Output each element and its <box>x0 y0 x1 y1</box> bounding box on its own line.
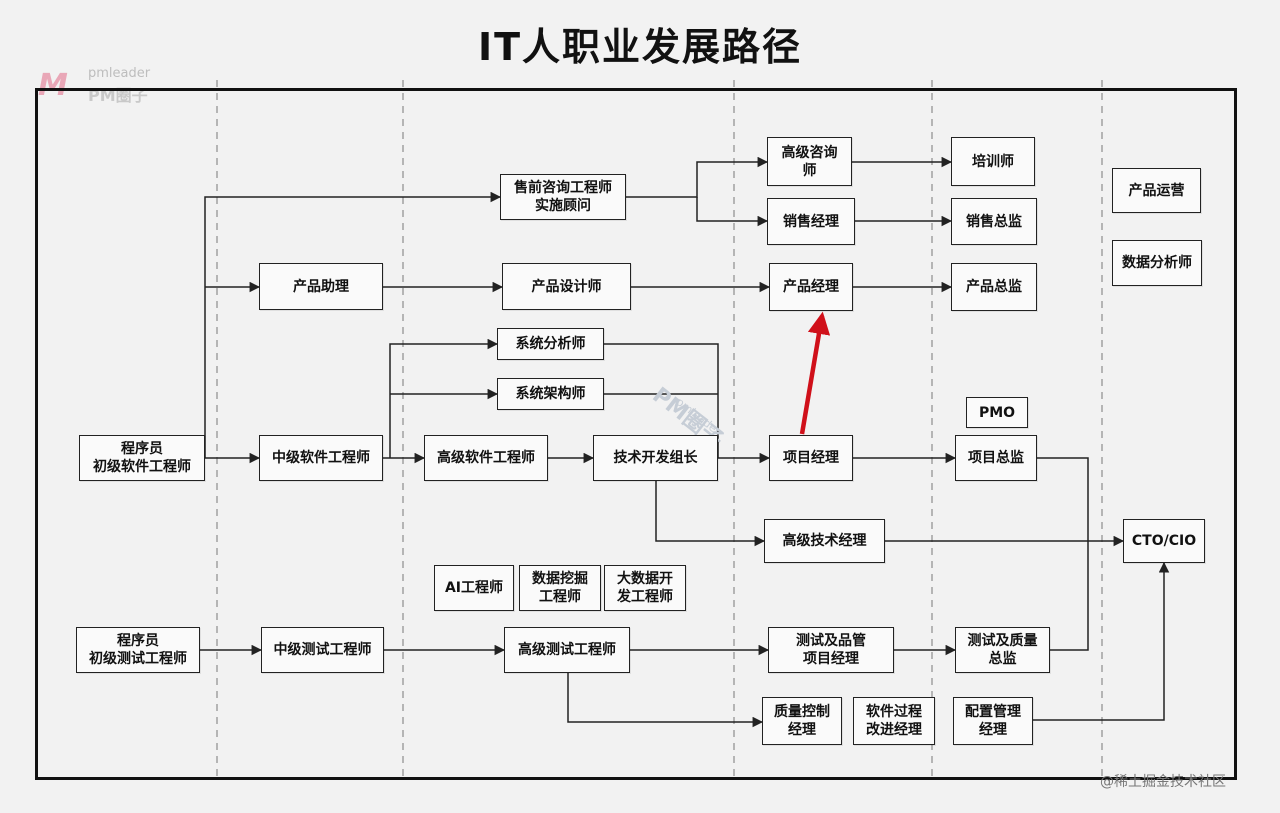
node-senior-consultant: 高级咨询 师 <box>767 137 852 186</box>
node-jr-software: 程序员 初级软件工程师 <box>79 435 205 481</box>
node-sales-director: 销售总监 <box>951 198 1037 245</box>
connector <box>1033 561 1170 721</box>
connector <box>567 672 764 728</box>
node-project-manager: 项目经理 <box>769 435 853 481</box>
node-qa-project-manager: 测试及品管 项目经理 <box>768 627 894 673</box>
node-sr-test: 高级测试工程师 <box>504 627 630 673</box>
connector <box>626 156 769 198</box>
node-ai-engineer: AI工程师 <box>434 565 514 611</box>
diagram-title: IT人职业发展路径 <box>477 25 803 69</box>
node-data-mining: 数据挖掘 工程师 <box>519 565 601 611</box>
highlight-arrow <box>799 311 831 435</box>
node-cto-cio: CTO/CIO <box>1123 519 1205 563</box>
node-process-manager: 软件过程 改进经理 <box>853 697 935 745</box>
node-qc-manager: 质量控制 经理 <box>762 697 842 745</box>
connector <box>389 338 499 458</box>
connectors <box>200 156 1170 728</box>
connector <box>696 197 769 227</box>
node-mid-software: 中级软件工程师 <box>259 435 383 481</box>
watermark-text-en: pmleader <box>88 66 151 81</box>
node-system-analyst: 系统分析师 <box>497 328 604 360</box>
node-bigdata-dev: 大数据开 发工程师 <box>604 565 686 611</box>
node-sr-tech-manager: 高级技术经理 <box>764 519 885 563</box>
connector <box>655 481 766 547</box>
connector <box>204 191 502 458</box>
node-product-ops: 产品运营 <box>1112 168 1201 213</box>
watermark-logo-icon: M <box>38 68 68 103</box>
node-project-director: 项目总监 <box>955 435 1037 481</box>
connector <box>1037 457 1089 651</box>
node-product-designer: 产品设计师 <box>502 263 631 310</box>
node-pmo: PMO <box>966 397 1028 428</box>
node-sales-manager: 销售经理 <box>767 198 855 245</box>
node-product-director: 产品总监 <box>951 263 1037 311</box>
node-trainer: 培训师 <box>951 137 1035 186</box>
node-product-manager: 产品经理 <box>769 263 853 311</box>
source-credit: @稀土掘金技术社区 <box>1100 774 1226 790</box>
diagram-frame <box>35 88 1237 780</box>
node-tech-lead: 技术开发组长 <box>593 435 718 481</box>
node-qa-director: 测试及质量 总监 <box>955 627 1050 673</box>
node-jr-test: 程序员 初级测试工程师 <box>76 627 200 673</box>
node-product-assistant: 产品助理 <box>259 263 383 310</box>
node-mid-test: 中级测试工程师 <box>261 627 384 673</box>
node-data-analyst: 数据分析师 <box>1112 240 1202 286</box>
node-sr-software: 高级软件工程师 <box>424 435 548 481</box>
node-system-architect: 系统架构师 <box>497 378 604 410</box>
connector <box>604 343 719 458</box>
node-config-manager: 配置管理 经理 <box>953 697 1033 745</box>
node-presales: 售前咨询工程师 实施顾问 <box>500 174 626 220</box>
